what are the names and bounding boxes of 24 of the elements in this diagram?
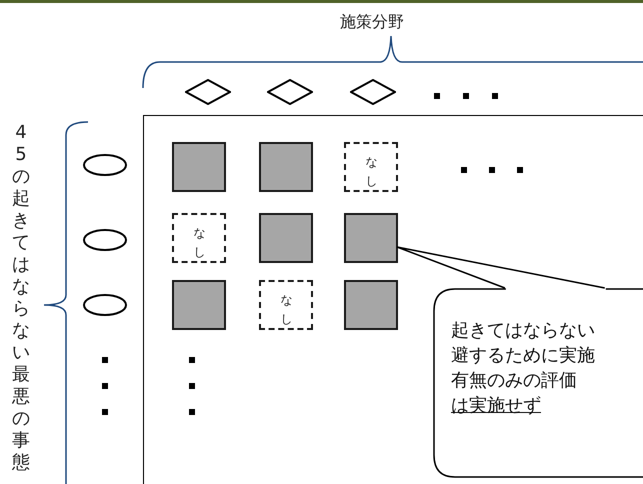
filled-square [259, 213, 313, 263]
callout-text: は実施せず [451, 394, 542, 418]
dashed-square [172, 213, 226, 263]
filled-square [344, 280, 398, 330]
matrix-frame [143, 115, 643, 484]
ellipse-symbol [83, 229, 127, 251]
diamond-symbol [267, 79, 313, 105]
diamond-symbol [185, 79, 231, 105]
axis-title: 45の起きてはならない最悪の事態 [11, 122, 31, 474]
cell-text: なし [192, 219, 208, 257]
dashed-square [259, 280, 313, 330]
ellipse-symbol [83, 294, 127, 316]
filled-square [172, 280, 226, 330]
dashed-square [344, 142, 398, 192]
callout-pointer [396, 246, 606, 289]
ellipse-symbol [83, 154, 127, 176]
filled-square [172, 142, 226, 192]
filled-square [344, 213, 398, 263]
diamond-symbol [350, 79, 396, 105]
cell-text: なし [278, 286, 294, 324]
filled-square [259, 142, 313, 192]
cell-text: なし [364, 148, 380, 186]
callout-text: 起きてはならない避するために実施有無のみの評価 [451, 319, 596, 393]
axis-title: 施策分野 [340, 12, 404, 33]
